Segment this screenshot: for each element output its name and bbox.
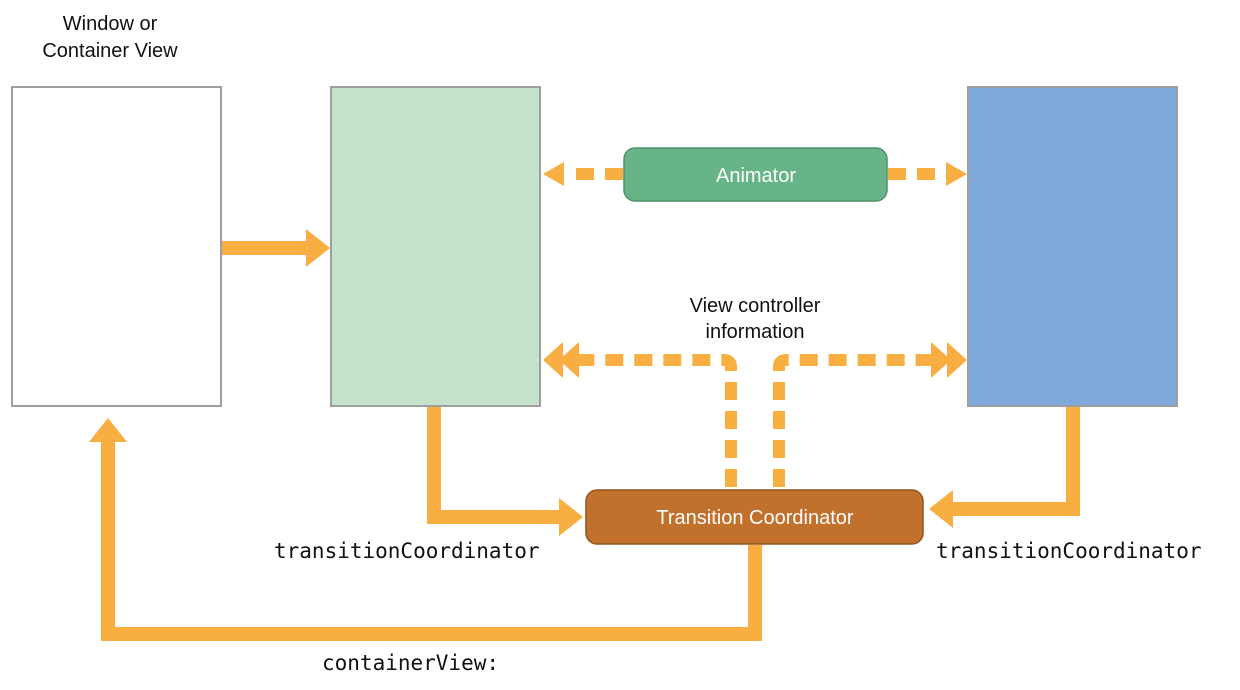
animator-pill <box>623 147 888 202</box>
info-label-line2: information <box>706 321 805 343</box>
right-transition-coordinator-property: transitionCoordinator <box>936 539 1202 563</box>
info-left-arrowhead-1 <box>543 342 563 378</box>
transition-coordinator-pill <box>585 489 924 545</box>
left-transition-coordinator-property: transitionCoordinator <box>274 539 540 563</box>
info-label-line1: View controller <box>690 295 821 317</box>
to-vc-to-coordinator-line <box>950 407 1080 516</box>
animator-left-arrowhead <box>543 162 564 186</box>
to-view-controller-box <box>967 86 1178 407</box>
animator-right-arrowhead <box>946 162 967 186</box>
window-label-line2: Container View <box>42 40 178 62</box>
to-vc-to-coordinator-arrowhead <box>929 490 953 528</box>
from-vc-to-coordinator-line <box>427 407 562 524</box>
info-right-arrowhead-1 <box>931 342 951 378</box>
info-left-dashed-line <box>575 354 737 487</box>
window-container-box <box>11 86 222 407</box>
from-view-controller-box <box>330 86 541 407</box>
transition-coordinator-label: Transition Coordinator <box>656 507 853 529</box>
animator-label: Animator <box>716 165 796 187</box>
window-to-from-vc-arrowhead <box>306 229 330 267</box>
coordinator-to-window-line <box>101 440 762 641</box>
containerview-arrowhead <box>89 418 127 442</box>
window-label-line1: Window or <box>63 13 158 35</box>
container-view-property: containerView: <box>322 651 499 675</box>
info-right-dashed-line <box>773 354 935 487</box>
from-vc-to-coordinator-arrowhead <box>559 498 583 536</box>
info-right-arrowhead-2 <box>947 342 967 378</box>
arrowheads <box>89 162 967 536</box>
info-left-arrowhead-2 <box>559 342 579 378</box>
connectors <box>101 168 1080 641</box>
